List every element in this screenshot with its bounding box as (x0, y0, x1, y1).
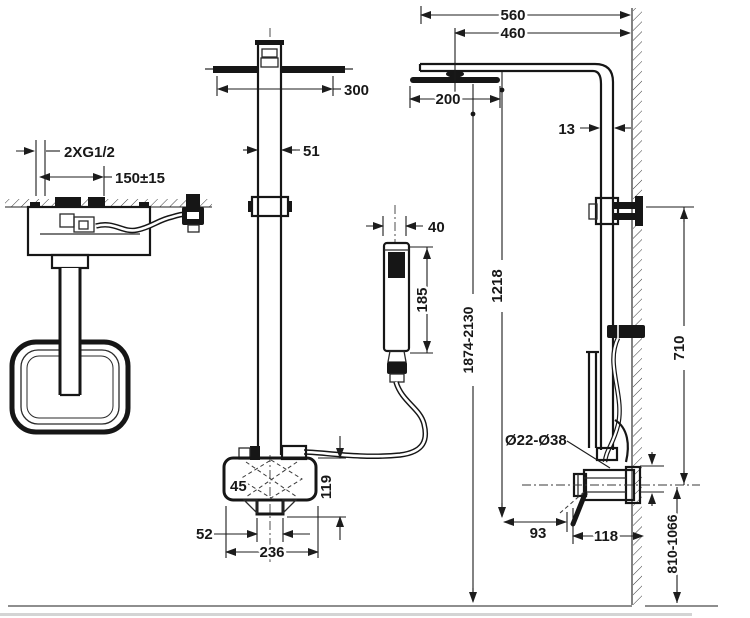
hose-guide-outer (614, 419, 629, 463)
dim-reach-arm: 460 (454, 23, 631, 45)
arm-pipe-outer (420, 62, 615, 450)
valve-side (522, 446, 700, 527)
dim-reach-arm-label: 460 (500, 25, 525, 42)
dim-head-diameter-label: 200 (435, 91, 460, 108)
dim-dot-2 (499, 87, 505, 93)
dim-reach-total: 560 (420, 5, 631, 27)
side-wall-hatch (633, 8, 642, 605)
handset-face (388, 252, 405, 278)
dim-dot-1 (470, 111, 476, 117)
bracket-knob-stem (635, 196, 643, 226)
arm-pipe-inner (420, 69, 603, 450)
hose-front-inner (303, 381, 427, 458)
mixer-handle-diamond (239, 459, 303, 499)
image-bottom-edge (0, 613, 692, 616)
dim-pipe-width-label: 13 (558, 121, 575, 138)
dim-head-width-label: 300 (344, 82, 369, 99)
mixer-body (222, 456, 318, 502)
handset-holder (607, 325, 645, 338)
dim-handset-length-label: 185 (414, 287, 431, 312)
dim-pipe-width: 13 (556, 119, 631, 141)
hose-side-inner (603, 337, 621, 463)
dim-column-width: 51 (243, 141, 322, 163)
column-top-mech1 (261, 48, 278, 58)
mixer-front: 45 (222, 456, 318, 516)
pipe-bracket-cap (588, 203, 598, 220)
dim-handset-width-label: 40 (428, 219, 445, 236)
plan-view: 2XG1/2 150±15 (5, 140, 212, 435)
dim-valve-height-label: 810-1066 (664, 514, 680, 573)
dim-plan-spacing-label: 150±15 (115, 170, 165, 187)
dim-spout-width-label: 52 (196, 526, 213, 543)
dim-reach-total-label: 560 (500, 7, 525, 24)
plan-hose-inner (95, 212, 188, 232)
valve-lever-alt (559, 491, 585, 514)
dim-bar-height: 710 (646, 206, 694, 485)
mixer-flank-left (242, 499, 258, 515)
dim-total-height: 1874-2130 (458, 84, 479, 603)
dim-mixer-width: 236 (225, 506, 319, 564)
hand-shower (382, 205, 411, 383)
dim-clamp (640, 452, 664, 506)
outlet-nut (187, 224, 200, 233)
mixer-flank-right (282, 499, 298, 515)
dim-spout-width: 52 (194, 518, 310, 546)
dim-handset-length: 185 (410, 246, 434, 354)
dim-plan-connections: 2XG1/2 (16, 140, 117, 196)
outlet-detail (187, 212, 199, 219)
handset-cone (387, 350, 407, 363)
dim-pipe-range: Ø22-Ø38 (503, 430, 611, 469)
dim-column-height-label: 1218 (489, 269, 506, 302)
handset-nut (387, 362, 407, 374)
dim-plan-spacing: 150±15 (39, 166, 167, 196)
dim-lever-reach: 93 (503, 512, 568, 545)
bracket-knob-bottom (614, 213, 642, 220)
water-connection-right (88, 197, 105, 207)
coupling-nub-right (287, 201, 292, 212)
dim-mixer-depth-label: 45 (230, 478, 247, 495)
dim-lever-reach-label: 93 (530, 525, 547, 542)
dim-valve-depth: 118 (572, 508, 644, 548)
valve-body (582, 468, 636, 502)
dim-column-height: 1218 (487, 72, 509, 518)
dim-handset-width: 40 (366, 216, 447, 239)
pipe-bracket (594, 196, 620, 226)
arm-bar-fill (60, 268, 80, 395)
column-top-cap (255, 40, 284, 45)
plate-mechanism-2 (73, 216, 95, 233)
dim-plan-connections-label: 2XG1/2 (64, 144, 115, 161)
dim-mixer-width-label: 236 (259, 544, 284, 561)
bracket-knob-top (614, 202, 642, 209)
dim-column-width-label: 51 (303, 143, 320, 160)
dim-pipe-range-label: Ø22-Ø38 (505, 432, 567, 449)
plate-mechanism (59, 213, 75, 228)
water-connection-left (55, 197, 81, 207)
handset-hose-fitting (389, 373, 405, 383)
valve-lever (570, 491, 588, 527)
valve-inlet (595, 446, 619, 462)
dim-bar-height-label: 710 (671, 335, 688, 360)
dim-mixer-height: 119 (287, 436, 346, 540)
column-fill (259, 43, 280, 455)
column-top-mech2 (260, 57, 279, 68)
outlet-through-wall (186, 194, 200, 207)
plate-tab-left (30, 202, 40, 208)
side-view: 560 460 200 13 1874-2130 (409, 5, 700, 605)
coupling-nub-left (248, 201, 253, 212)
dim-mixer-height-label: 119 (318, 475, 335, 499)
column-lower-tab (250, 446, 260, 460)
dim-valve-height: 810-1066 (662, 487, 683, 603)
dim-total-height-label: 1874-2130 (460, 306, 476, 373)
hose-front-outer (303, 381, 429, 459)
arm-stub (50, 253, 90, 270)
front-view: 45 300 51 40 (194, 28, 447, 564)
plate-tab-right (139, 202, 149, 208)
plate-mechanism-3 (78, 220, 89, 230)
dim-head-diameter: 200 (409, 86, 501, 111)
mixer-cross-2 (245, 461, 298, 498)
dim-valve-depth-label: 118 (594, 528, 618, 545)
dim-head-width: 300 (216, 76, 372, 102)
plan-wall-hatch (5, 199, 212, 207)
